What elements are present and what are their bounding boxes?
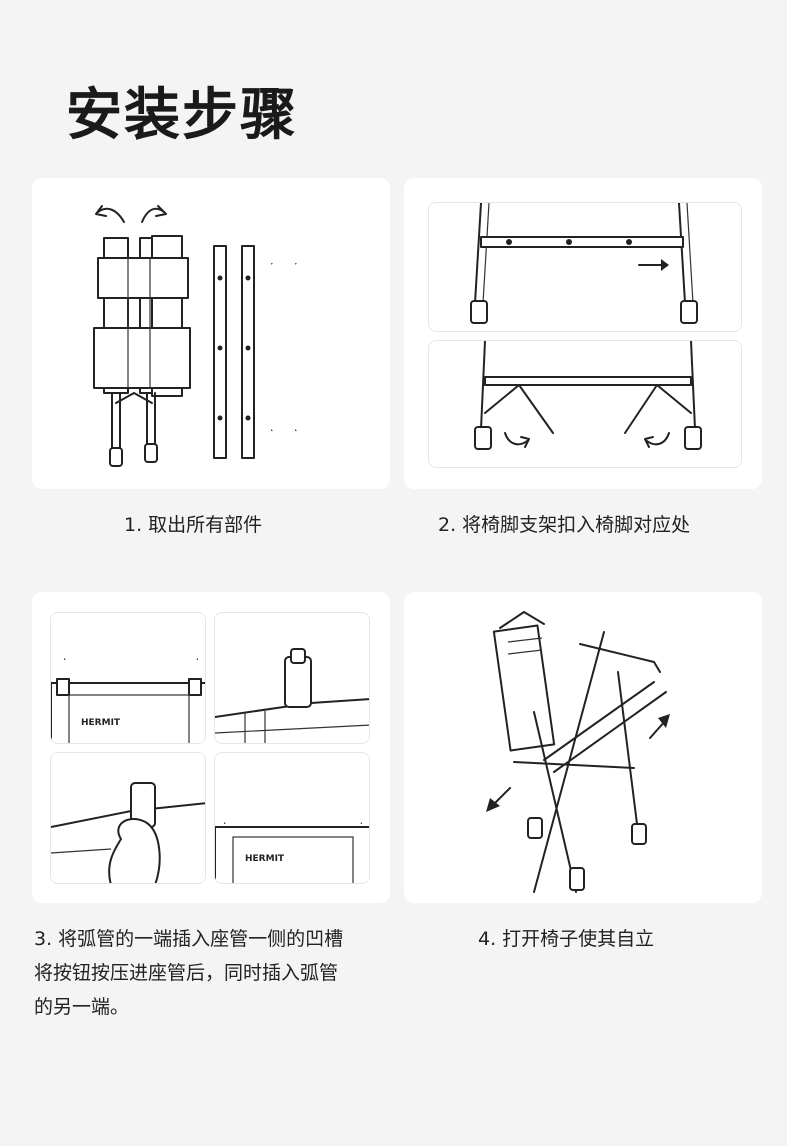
- curved-arrow-icon: [504, 432, 530, 448]
- leg-brace-bar: [213, 245, 227, 459]
- step3-panel-1: HERMIT: [50, 612, 206, 744]
- curved-arrow-icon: [95, 205, 125, 223]
- step1-illustration: [93, 205, 330, 467]
- open-chair-icon: [492, 611, 667, 893]
- step3-caption-line: 将按钮按压进座管后，同时插入弧管: [34, 962, 339, 984]
- step3-panel-3: [50, 752, 206, 884]
- brand-label: HERMIT: [81, 718, 121, 728]
- step1-caption: 1. 取出所有部件: [124, 514, 263, 536]
- folded-chair-icon: [93, 235, 191, 467]
- step1-card: [32, 178, 390, 489]
- step2-panel-bottom: [428, 340, 742, 468]
- step3-panel-4: HERMIT: [214, 752, 370, 884]
- step2-caption: 2. 将椅脚支架扣入椅脚对应处: [438, 514, 691, 536]
- step3-caption: 3. 将弧管的一端插入座管一侧的凹槽 将按钮按压进座管后，同时插入弧管 的另一端…: [34, 922, 404, 1024]
- step3-card: HERMIT HERMIT: [32, 592, 390, 903]
- straight-arrow-icon: [649, 714, 670, 739]
- step4-card: [404, 592, 762, 903]
- step3-caption-line: 的另一端。: [34, 996, 130, 1018]
- curved-arrow-icon: [644, 432, 670, 448]
- brand-label: HERMIT: [245, 854, 285, 864]
- step3-panel-2: [214, 612, 370, 744]
- step2-panel-top: [428, 202, 742, 332]
- straight-arrow-icon: [486, 787, 511, 812]
- straight-arrow-icon: [638, 259, 669, 271]
- arc-tube-icon: [270, 262, 306, 432]
- curved-arrow-icon: [141, 205, 167, 223]
- step4-illustration: [486, 611, 670, 893]
- step2-card: [404, 178, 762, 489]
- step3-caption-line: 3. 将弧管的一端插入座管一侧的凹槽: [34, 928, 344, 950]
- page-title: 安装步骤: [66, 83, 298, 148]
- leg-brace-bar: [241, 245, 255, 459]
- arc-tube-icon: [294, 262, 330, 432]
- step4-caption: 4. 打开椅子使其自立: [478, 928, 655, 950]
